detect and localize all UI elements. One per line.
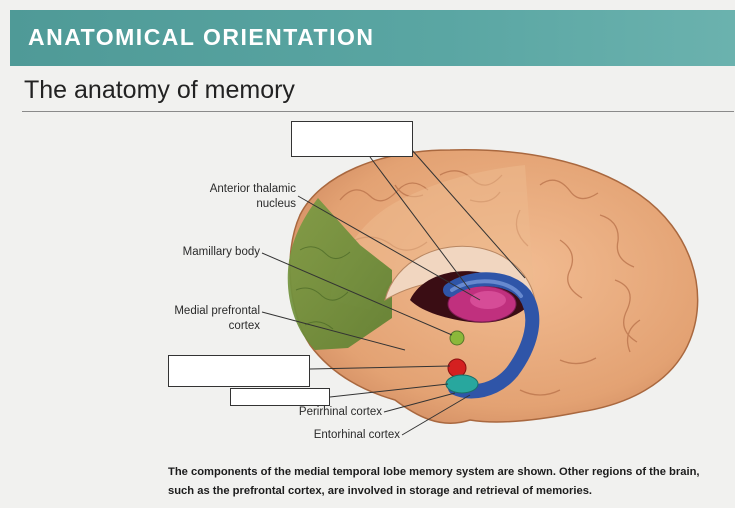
label-medial-prefrontal-line2: cortex: [140, 319, 260, 334]
entorhinal-region: [446, 375, 478, 393]
label-anterior-thalamic-nucleus: Anterior thalamic nucleus: [168, 182, 296, 212]
mamillary-body: [450, 331, 464, 345]
blank-label-box-top: [291, 121, 413, 157]
label-anterior-thalamic-line2: nucleus: [168, 197, 296, 212]
label-entorhinal-cortex: Entorhinal cortex: [280, 428, 400, 443]
amygdala: [448, 359, 466, 377]
label-mamillary-body-text: Mamillary body: [183, 246, 260, 258]
label-perirhinal-cortex: Perirhinal cortex: [262, 405, 382, 420]
label-entorhinal-cortex-text: Entorhinal cortex: [314, 429, 400, 441]
label-anterior-thalamic-line1: Anterior thalamic: [168, 182, 296, 197]
figure-caption: The components of the medial temporal lo…: [168, 463, 708, 501]
label-medial-prefrontal-line1: Medial prefrontal: [140, 304, 260, 319]
label-medial-prefrontal-cortex: Medial prefrontal cortex: [140, 304, 260, 334]
label-perirhinal-cortex-text: Perirhinal cortex: [299, 406, 382, 418]
blank-label-box-small: [230, 388, 330, 406]
blank-label-box-left: [168, 355, 310, 387]
label-mamillary-body: Mamillary body: [140, 245, 260, 260]
